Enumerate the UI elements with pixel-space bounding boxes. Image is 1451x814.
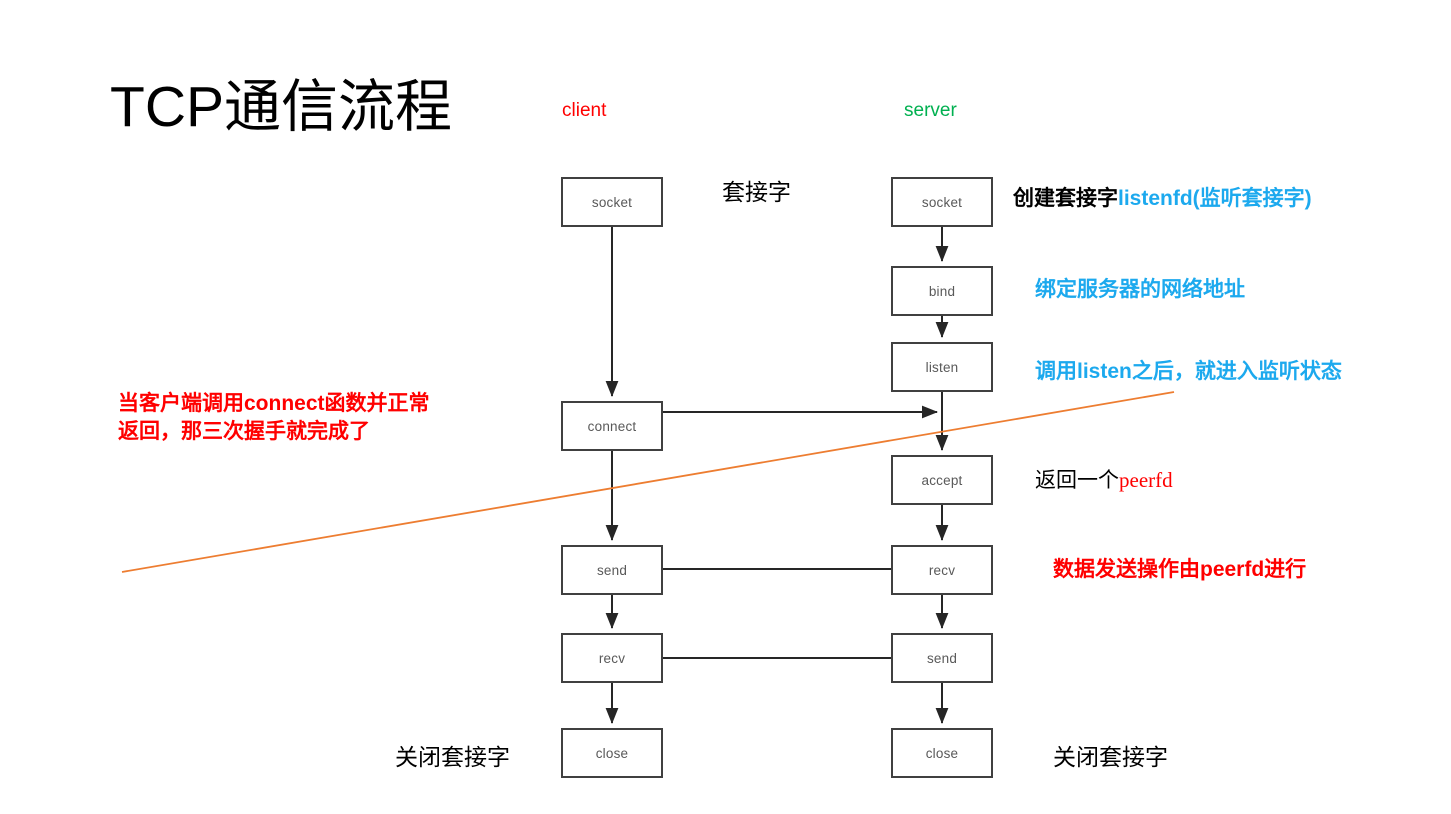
annotation-listenfd-blue: listenfd(监听套接字) xyxy=(1118,187,1312,210)
annotation-listen: 调用listen之后，就进入监听状态 xyxy=(1035,359,1342,386)
node-server-bind[interactable]: bind xyxy=(891,266,993,316)
annotation-peerfd: 返回一个peerfd xyxy=(1035,467,1173,495)
node-client-connect[interactable]: connect xyxy=(561,401,663,451)
annotation-peerfd-red: peerfd xyxy=(1119,468,1173,492)
node-server-listen[interactable]: listen xyxy=(891,342,993,392)
node-server-send[interactable]: send xyxy=(891,633,993,683)
label-close-client: 关闭套接字 xyxy=(395,744,510,770)
annotation-connect-note: 当客户端调用connect函数并正常 返回，那三次握手就完成了 xyxy=(118,392,430,443)
annotation-bind: 绑定服务器的网络地址 xyxy=(1035,277,1245,304)
center-label-socket: 套接字 xyxy=(722,179,791,205)
annotation-listenfd: 创建套接字listenfd(监听套接字) xyxy=(1013,186,1312,213)
node-client-send[interactable]: send xyxy=(561,545,663,595)
annotation-listen-text: 调用listen之后，就进入监听状态 xyxy=(1035,360,1342,383)
column-header-server: server xyxy=(904,100,957,121)
label-close-server: 关闭套接字 xyxy=(1053,744,1168,770)
annotation-peerfd-black: 返回一个 xyxy=(1035,469,1119,492)
node-server-recv[interactable]: recv xyxy=(891,545,993,595)
annotation-listenfd-black: 创建套接字 xyxy=(1013,187,1118,210)
annotation-bind-text: 绑定服务器的网络地址 xyxy=(1035,278,1245,301)
node-client-socket[interactable]: socket xyxy=(561,177,663,227)
node-server-socket[interactable]: socket xyxy=(891,177,993,227)
node-client-close[interactable]: close xyxy=(561,728,663,778)
column-header-client: client xyxy=(562,100,607,121)
annotation-data-send: 数据发送操作由peerfd进行 xyxy=(1053,558,1307,581)
node-server-accept[interactable]: accept xyxy=(891,455,993,505)
page-title: TCP通信流程 xyxy=(110,75,452,139)
node-server-close[interactable]: close xyxy=(891,728,993,778)
node-client-recv[interactable]: recv xyxy=(561,633,663,683)
